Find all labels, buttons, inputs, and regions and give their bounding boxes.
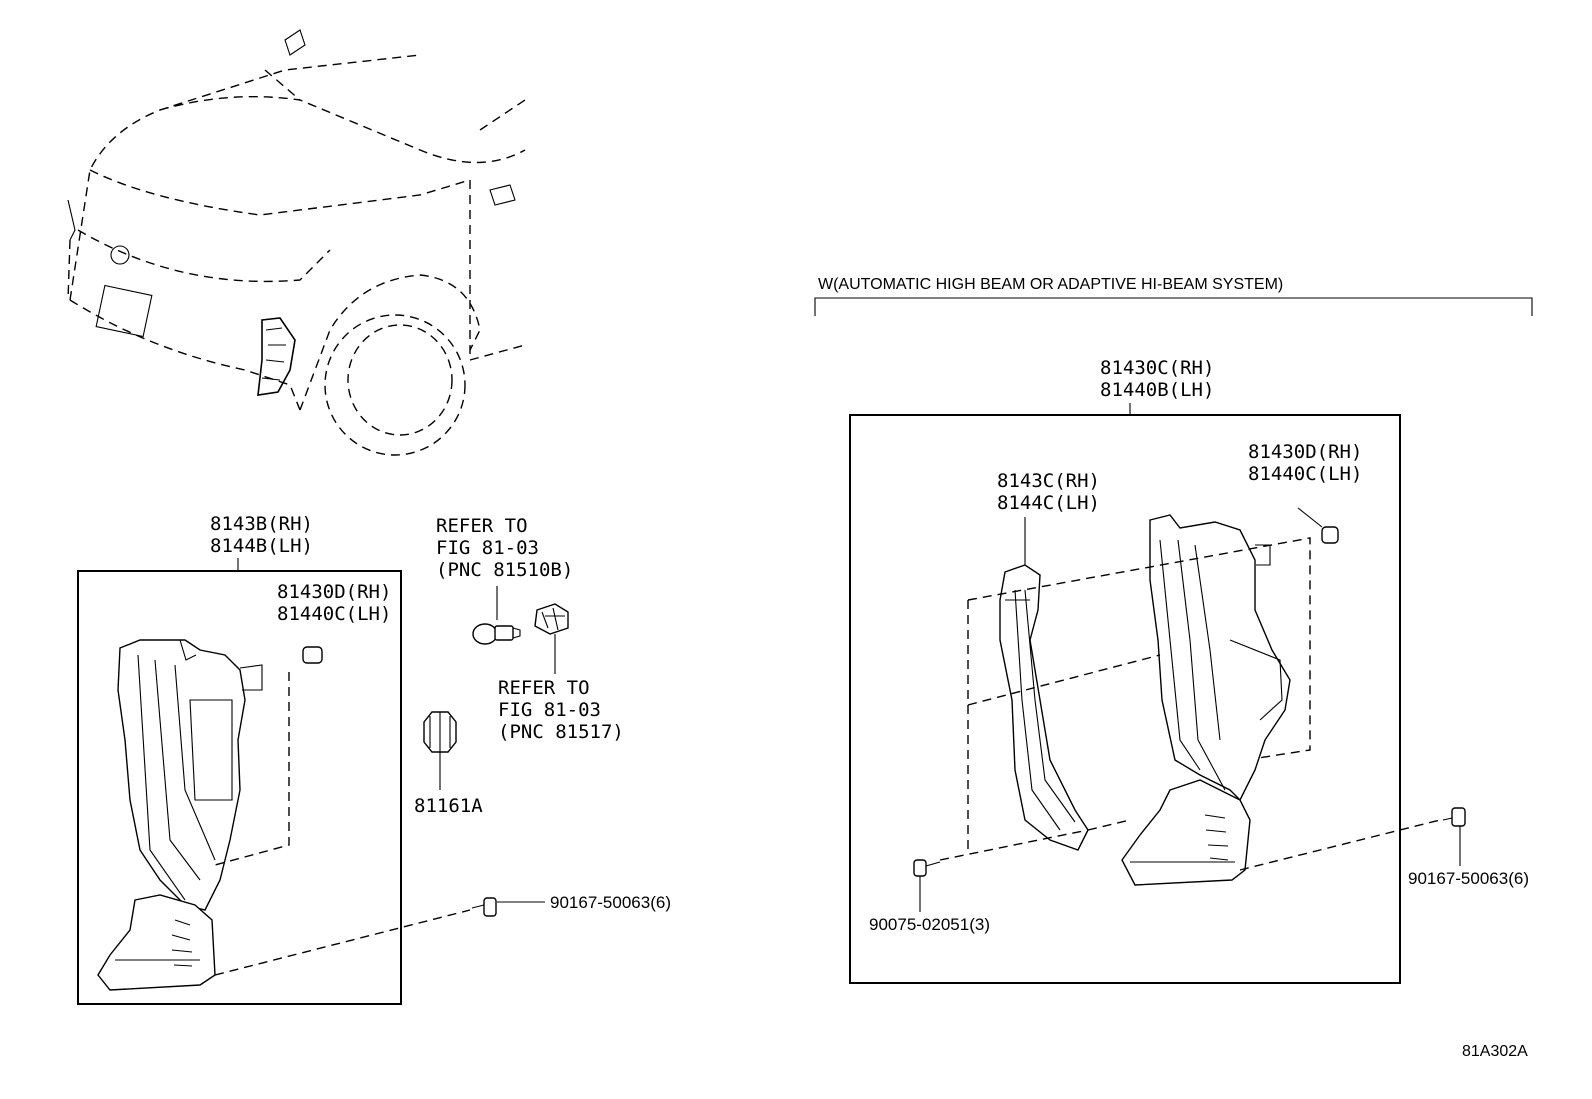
right-screw-b-label: 90167-50063(6) [1408, 869, 1529, 888]
left-screw-dashed-line [214, 909, 471, 976]
right-cap-leader [1297, 507, 1323, 528]
left-assembly-rh-label: 8143B(RH) [210, 513, 313, 535]
right-bezel-lh-label: 8144C(LH) [997, 492, 1100, 514]
right-screw-b-dashed-line [1239, 819, 1441, 871]
left-assembly-lh-label: 8144B(LH) [210, 535, 313, 557]
right-assembly-lh-label: 81440B(LH) [1100, 379, 1214, 401]
right-group: 81430C(RH) 81440B(LH) 8143C(RH) 8144C(LH… [849, 357, 1529, 984]
left-cap-part [302, 646, 323, 664]
left-lower-bracket [97, 894, 216, 991]
right-screw-a-label: 90075-02051(3) [869, 915, 990, 934]
refer-b-line3: (PNC 81517) [498, 721, 624, 743]
vehicle-front-illustration [67, 29, 526, 456]
left-cap-dashed-line [214, 672, 290, 866]
right-bezel-part [999, 564, 1089, 851]
socket-label: 81161A [414, 795, 483, 817]
left-cap-rh-label: 81430D(RH) [277, 581, 391, 603]
wedge-bulb-part [472, 623, 521, 645]
right-bezel-rh-label: 8143C(RH) [997, 470, 1100, 492]
right-assembly-rh-label: 81430C(RH) [1100, 357, 1214, 379]
right-screw-a-dashed-line [939, 819, 1131, 861]
left-cap-lh-label: 81440C(LH) [277, 603, 391, 625]
bulb-socket-part [534, 603, 569, 635]
left-screw-part [471, 897, 497, 917]
left-screw-label: 90167-50063(6) [550, 893, 671, 912]
right-cap-part [1321, 526, 1339, 544]
right-screw-a-part [913, 859, 941, 877]
right-lower-bracket [1121, 779, 1251, 886]
refer-a-line2: FIG 81-03 [436, 537, 539, 559]
condition-header: W(AUTOMATIC HIGH BEAM OR ADAPTIVE HI-BEA… [814, 276, 1533, 316]
refer-b-line1: REFER TO [498, 677, 590, 699]
refer-a-line1: REFER TO [436, 515, 528, 537]
right-cap-lh-label: 81440C(LH) [1248, 463, 1362, 485]
refer-a-line3: (PNC 81510B) [436, 559, 573, 581]
left-lamp-housing [117, 639, 263, 911]
bulb-group: REFER TO FIG 81-03 (PNC 81510B) REFER TO… [414, 515, 624, 817]
right-screw-b-part [1442, 807, 1466, 827]
socket-81161a-part [423, 711, 457, 753]
right-group-frame [849, 414, 1401, 984]
refer-b-line2: FIG 81-03 [498, 699, 601, 721]
condition-text: W(AUTOMATIC HIGH BEAM OR ADAPTIVE HI-BEA… [818, 276, 1283, 293]
right-upper-dashed-line [967, 537, 1311, 759]
right-cap-rh-label: 81430D(RH) [1248, 441, 1362, 463]
left-group-frame [77, 570, 402, 1005]
left-group: 8143B(RH) 8144B(LH) 81430D(RH) 81440C(LH… [77, 513, 671, 1005]
figure-code: 81A302A [1462, 1043, 1528, 1060]
right-lamp-housing [1149, 514, 1291, 802]
condition-bracket [814, 297, 1533, 316]
right-mid-dashed-line [967, 654, 1161, 706]
